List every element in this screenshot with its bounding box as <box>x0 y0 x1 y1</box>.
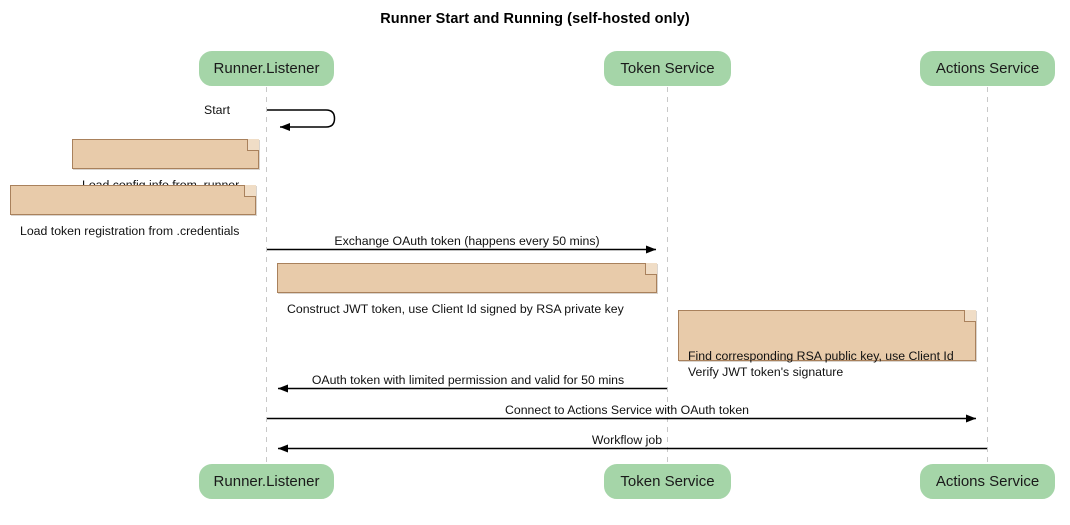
participant-foot-token-service[interactable]: Token Service <box>604 464 731 499</box>
note-load-token-registration: Load token registration from .credential… <box>10 185 256 238</box>
message-arrow-start <box>267 109 336 132</box>
note-text: Construct JWT token, use Client Id signe… <box>287 302 624 316</box>
note-fold-corner-icon <box>244 185 256 197</box>
participant-foot-actions-service[interactable]: Actions Service <box>920 464 1055 499</box>
note-fold-corner-icon <box>645 263 657 275</box>
note-verify-jwt: Find corresponding RSA public key, use C… <box>678 310 976 379</box>
diagram-title: Runner Start and Running (self-hosted on… <box>380 11 690 27</box>
message-label-connect-actions-service: Connect to Actions Service with OAuth to… <box>504 403 750 417</box>
message-label-exchange-oauth-token: Exchange OAuth token (happens every 50 m… <box>334 234 600 248</box>
note-fold-corner-icon <box>247 139 259 151</box>
note-load-config: Load config info from .runner <box>72 139 259 192</box>
participant-head-runner-listener[interactable]: Runner.Listener <box>199 51 334 86</box>
message-label-workflow-job: Workflow job <box>591 433 663 447</box>
note-fold-corner-icon <box>964 310 976 322</box>
note-text: Find corresponding RSA public key, use C… <box>688 349 954 379</box>
participant-head-token-service[interactable]: Token Service <box>604 51 731 86</box>
note-construct-jwt: Construct JWT token, use Client Id signe… <box>277 263 657 316</box>
note-text: Load token registration from .credential… <box>20 224 240 238</box>
participant-head-actions-service[interactable]: Actions Service <box>920 51 1055 86</box>
message-label-start: Start <box>204 103 230 117</box>
participant-foot-runner-listener[interactable]: Runner.Listener <box>199 464 334 499</box>
message-label-oauth-token-reply: OAuth token with limited permission and … <box>311 373 625 387</box>
